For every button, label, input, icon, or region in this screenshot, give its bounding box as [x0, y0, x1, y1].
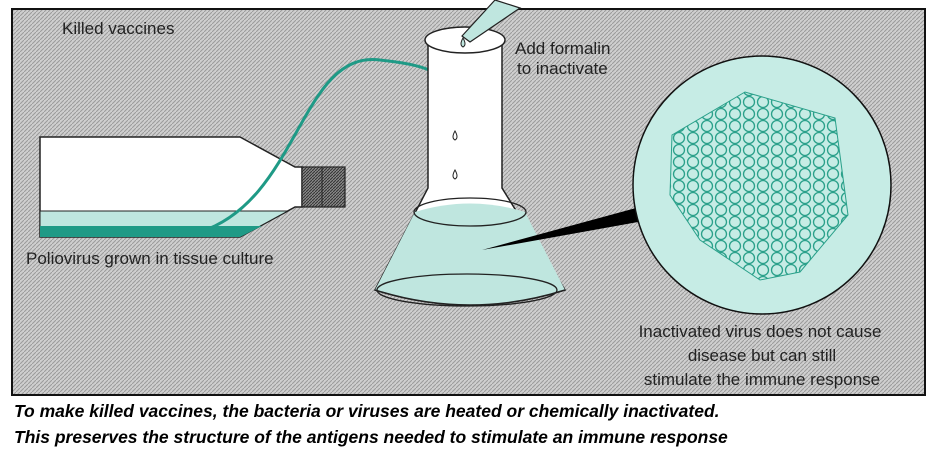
virus-label-line2: disease but can still: [688, 346, 836, 365]
caption-line2: This preserves the structure of the anti…: [14, 427, 728, 447]
flask-mouth: [424, 26, 506, 54]
virus-label-line1: Inactivated virus does not cause: [639, 322, 882, 341]
drop-icon: [452, 168, 458, 180]
flask: [373, 26, 567, 307]
caption-line1: To make killed vaccines, the bacteria or…: [14, 401, 720, 421]
pipette: [460, 0, 522, 48]
formalin-label-line1: Add formalin: [515, 39, 610, 58]
virus-label-line3: stimulate the immune response: [644, 370, 880, 389]
drop-icon: [452, 129, 458, 141]
diagram-title: Killed vaccines: [62, 19, 174, 38]
zoom-pointer: [482, 208, 638, 250]
virus-particle: [669, 91, 849, 281]
culture-label: Poliovirus grown in tissue culture: [26, 249, 274, 268]
magnified-virus-circle: [632, 55, 892, 315]
formalin-label-line2: to inactivate: [517, 59, 608, 78]
bottle-cap: [301, 166, 346, 208]
